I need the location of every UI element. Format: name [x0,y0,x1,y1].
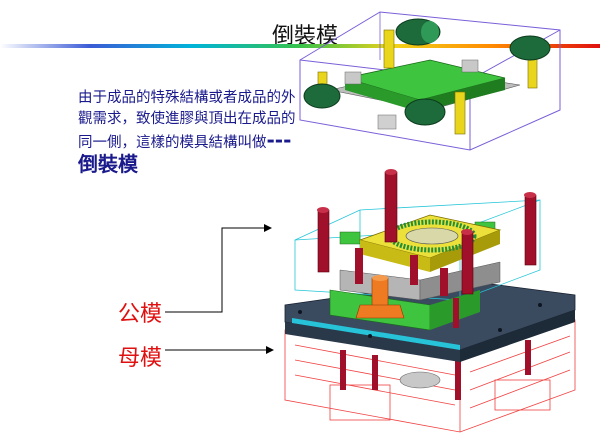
male-mold-arrow [165,224,272,313]
description-emphasis: ---倒裝模 [78,128,292,176]
inverted-mold-small-illustration [299,11,561,151]
description-text: 由于成品的特殊結構或者成品的外觀需求，致使進膠與頂出在成品的同一側，這樣的模具結… [78,88,298,178]
female-mold-arrow [165,346,274,354]
title-gradient-line [0,44,600,48]
description-body: 由于成品的特殊結構或者成品的外觀需求，致使進膠與頂出在成品的同一側，這樣的模具結… [78,90,296,151]
male-mold-label: 公模 [118,302,163,327]
female-mold-label: 母模 [118,346,163,371]
inverted-mold-large-illustration [284,169,576,433]
